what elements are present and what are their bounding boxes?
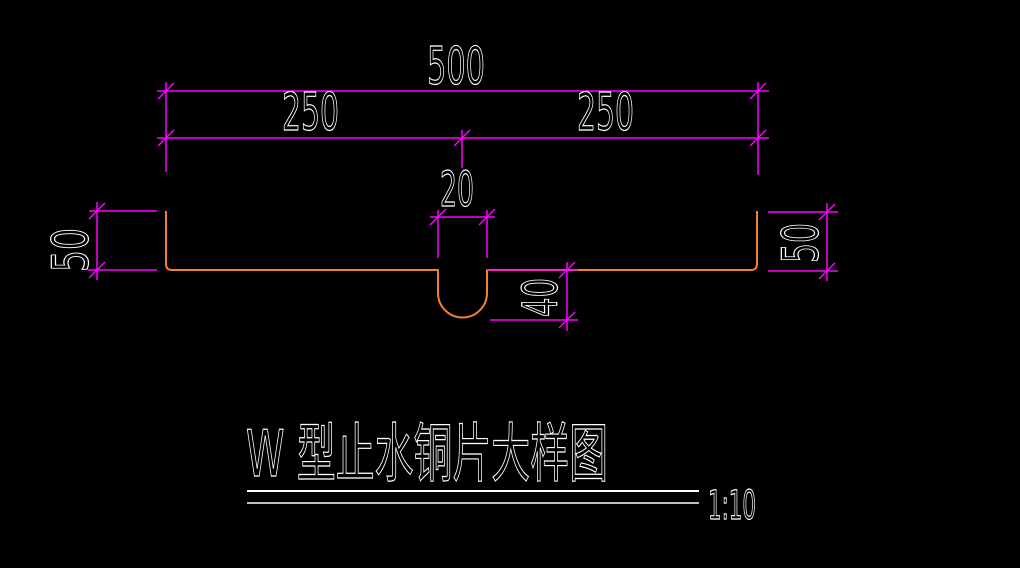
scale-label: 1:10 — [708, 483, 756, 529]
drawing-title: W 型止水铜片大样图 — [246, 418, 608, 492]
dimension-label-20: 20 — [440, 162, 474, 218]
tick-marks — [88, 82, 836, 329]
dimension-label-50-right: 50 — [772, 223, 830, 263]
dimension-label-250-right: 250 — [577, 83, 634, 143]
dimension-label-40: 40 — [513, 278, 569, 317]
dimension-label-500: 500 — [427, 37, 485, 97]
dimension-label-250-left: 250 — [282, 83, 339, 143]
dimension-label-50-left: 50 — [42, 228, 100, 272]
waterstop-profile-outline — [165, 211, 758, 319]
